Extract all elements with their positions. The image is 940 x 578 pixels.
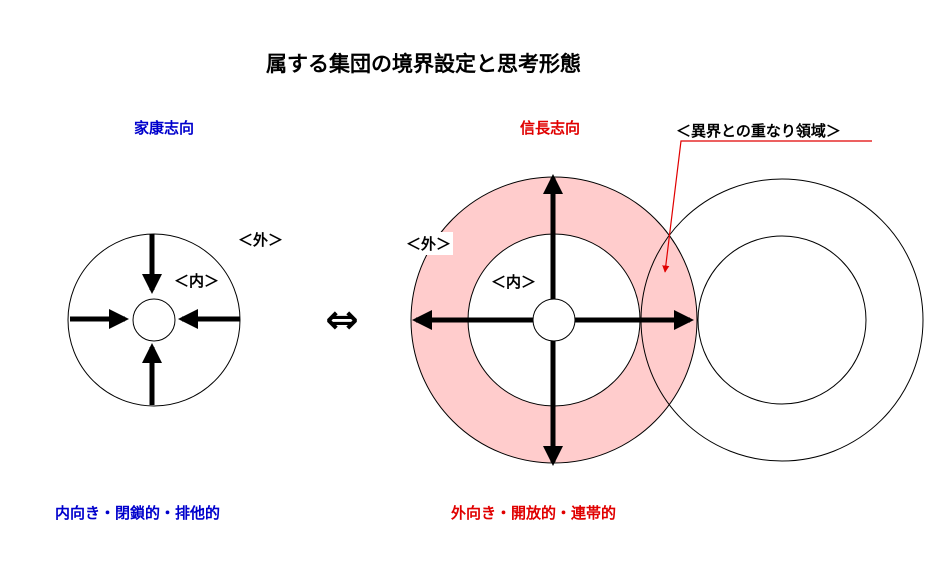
overlap-leader-line [662, 140, 872, 273]
left-outer-label: ＜外＞ [238, 231, 284, 249]
right-caption: 外向き・開放的・連帯的 [451, 504, 617, 522]
left-caption: 内向き・閉鎖的・排他的 [55, 504, 221, 522]
right-outer-label: ＜外＞ [404, 232, 454, 255]
right-heading: 信長志向 [520, 119, 581, 137]
left-diagram [67, 233, 241, 407]
right-diagram [410, 140, 924, 466]
equivalence-icon: ⇔ [325, 297, 359, 343]
overlap-region-label: ＜異界との重なり領域＞ [676, 122, 841, 140]
right-inner-label: ＜内＞ [491, 273, 537, 291]
page-title: 属する集団の境界設定と思考形態 [266, 52, 581, 76]
left-heading: 家康志向 [134, 119, 195, 137]
right-inner-circle [532, 298, 576, 342]
left-inner-circle [132, 298, 176, 342]
neighbor-inner-circle [697, 235, 867, 405]
left-inner-label: ＜内＞ [174, 272, 220, 290]
